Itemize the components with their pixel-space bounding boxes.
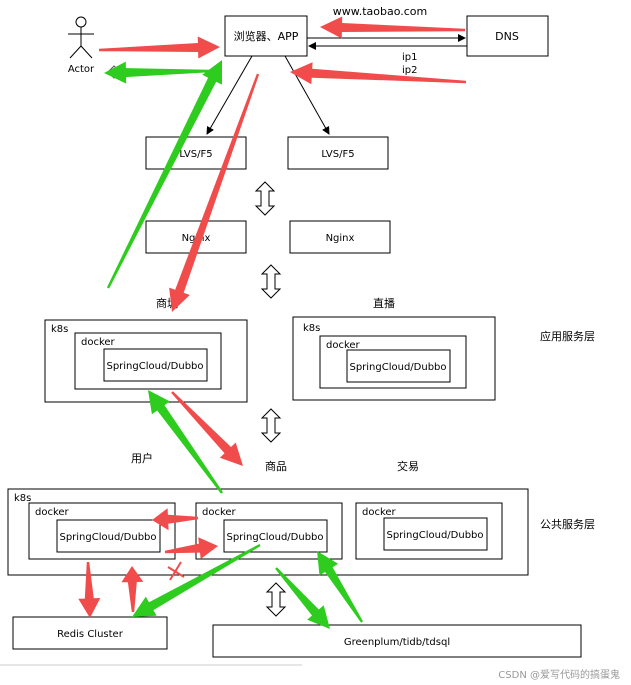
mall-docker-label: docker — [81, 337, 116, 348]
request-arrow — [99, 36, 220, 59]
mall-service-box — [103, 348, 208, 382]
lvs-left-label: LVS/F5 — [179, 149, 212, 160]
goods-service-label: SpringCloud/Dubbo — [226, 532, 323, 543]
user-service-label: SpringCloud/Dubbo — [59, 532, 156, 543]
public-k8s-label: k8s — [14, 493, 31, 504]
redis-label: Redis Cluster — [57, 629, 124, 640]
double-arrow-icon — [260, 264, 282, 299]
dns-reply-label-2: ip2 — [402, 65, 418, 76]
request-arrow — [290, 62, 467, 85]
live-service-box — [346, 349, 451, 383]
live-title: 直播 — [373, 296, 395, 310]
nginx-right-label: Nginx — [326, 233, 355, 244]
response-arrow — [275, 567, 330, 629]
double-arrow-icon — [254, 181, 276, 216]
dns-box — [466, 15, 549, 57]
browser-app-label: 浏览器、APP — [234, 29, 299, 43]
response-arrow — [317, 551, 363, 623]
dns-label: DNS — [495, 30, 519, 43]
request-arrow — [121, 566, 144, 612]
db-box — [212, 624, 582, 658]
lvs-right-box — [287, 136, 389, 170]
request-arrow — [78, 562, 101, 618]
trade-docker-label: docker — [362, 507, 397, 518]
trade-title: 交易 — [397, 459, 419, 473]
goods-docker-label: docker — [202, 507, 237, 518]
watermark: CSDN @爱写代码的搞蛋鬼 — [498, 668, 620, 681]
goods-service-box — [223, 519, 328, 553]
request-arrow — [171, 391, 243, 466]
dns-request-label: www.taobao.com — [333, 5, 428, 18]
public-layer-label: 公共服务层 — [540, 518, 595, 531]
double-arrow-icon — [260, 408, 282, 443]
db-label: Greenplum/tidb/tdsql — [344, 637, 450, 648]
request-arrow — [320, 16, 465, 39]
request-arrow — [152, 508, 199, 531]
live-docker-label: docker — [326, 340, 361, 351]
user-title: 用户 — [131, 451, 153, 465]
app-layer-label: 应用服务层 — [540, 329, 595, 343]
goods-title: 商品 — [265, 459, 287, 473]
cross-mark-icon — [167, 561, 185, 581]
mall-service-label: SpringCloud/Dubbo — [106, 361, 203, 372]
live-k8s-label: k8s — [303, 323, 320, 334]
response-arrow — [132, 544, 261, 617]
browser-app-box — [224, 15, 308, 57]
trade-service-box — [383, 517, 488, 551]
browser-to-lvs-right-line — [284, 55, 330, 135]
actor-label: Actor — [68, 64, 95, 75]
mall-k8s-label: k8s — [51, 324, 68, 335]
nginx-right-box — [289, 220, 391, 254]
flow-arrows — [78, 16, 467, 629]
response-arrow — [106, 60, 222, 289]
user-service-box — [56, 519, 161, 553]
trade-service-label: SpringCloud/Dubbo — [386, 530, 483, 541]
double-arrow-icon — [265, 582, 287, 617]
dns-reply-label-1: ip1 — [402, 52, 418, 63]
redis-box — [12, 616, 168, 650]
response-arrow — [148, 390, 223, 494]
request-arrow — [169, 73, 260, 312]
response-arrow — [104, 61, 210, 84]
browser-to-lvs-left-line — [206, 55, 253, 135]
request-arrow — [164, 537, 218, 559]
lvs-right-label: LVS/F5 — [321, 149, 354, 160]
user-docker-label: docker — [35, 507, 70, 518]
live-service-label: SpringCloud/Dubbo — [349, 362, 446, 373]
actor-figure — [68, 16, 94, 59]
